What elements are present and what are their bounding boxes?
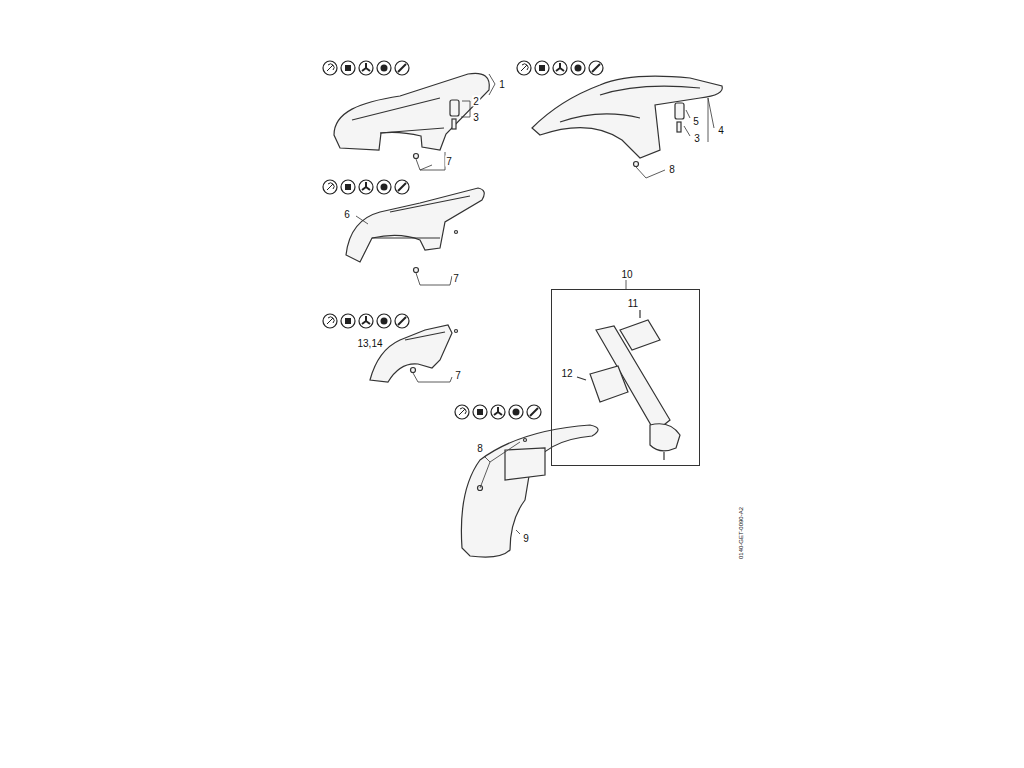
callout-number: 9	[522, 533, 530, 544]
callout-number: 3	[472, 112, 480, 123]
callout-number: 8	[668, 164, 676, 175]
callout-number: 1	[498, 79, 506, 90]
callout-number: 7	[454, 370, 462, 381]
callout-number: 11	[627, 298, 639, 309]
assembly-number: 10	[620, 269, 633, 280]
callout-number: 4	[717, 125, 725, 136]
callout-number: 6	[343, 209, 351, 220]
assembly-box: 101112	[551, 289, 700, 466]
callout-number: 8	[476, 443, 484, 454]
callout-number: 5	[692, 116, 700, 127]
callout-number: 12	[560, 368, 573, 379]
callout-number: 7	[445, 156, 453, 167]
drawing-code: 0140-GET-0090-A2	[738, 506, 745, 560]
callout-number: 13,14	[356, 338, 383, 349]
callout-number: 3	[693, 133, 701, 144]
callout-number: 2	[472, 96, 480, 107]
callout-number: 7	[452, 273, 460, 284]
